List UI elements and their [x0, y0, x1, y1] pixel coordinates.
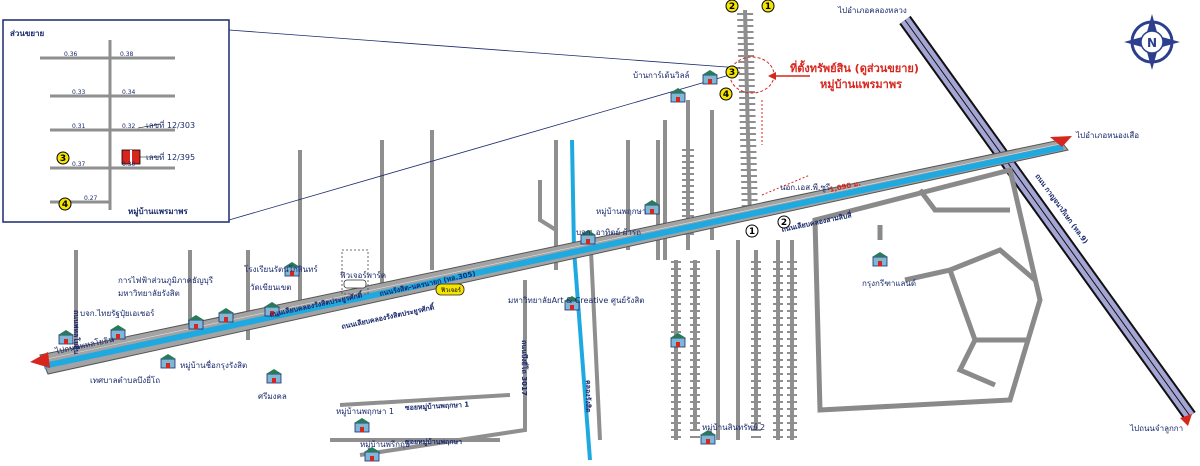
place-kruthep: หมู่บ้านพรีกฤษ [360, 440, 410, 450]
building-icon [354, 418, 370, 433]
building-icon [160, 354, 176, 369]
numbered-marker: 1 [745, 224, 759, 238]
dest-right: ไปอำเภอหนองเสือ [1075, 131, 1139, 140]
ring-road [899, 15, 1196, 421]
place-krungthep-kritha: กรุงกรีฑาแลนด์ [862, 278, 916, 288]
building-icon [644, 200, 660, 215]
main-road [39, 139, 1069, 375]
inset-soi-label: 0.32 [122, 123, 136, 130]
inset-soi-label: 0.33 [72, 89, 86, 96]
building-icon [266, 369, 282, 384]
place-electric: การไฟฟ้าส่วนภูมิภาคธัญบุรี [118, 276, 214, 286]
place-pruksa-b: หมู่บ้านพฤกษา 1 [336, 407, 394, 417]
compass-icon [1124, 14, 1180, 70]
inset-soi-label: 0.31 [72, 123, 86, 130]
inset-lot-b: เลขที่ 12/395 [146, 151, 195, 162]
inset-box [2, 19, 741, 223]
callout-line-2: หมู่บ้านแพรมาพร [820, 78, 902, 92]
building-icon [670, 333, 686, 348]
building-icon [58, 330, 74, 345]
building-icon [218, 308, 234, 323]
numbered-marker: 1 [761, 0, 775, 13]
soi-bottom-b-label: ซอยหมู่บ้านพฤกษา [405, 437, 462, 447]
place-art: มหาวิทยาลัยArt & Creative ศูนย์รังสิต [508, 295, 644, 306]
place-sin-sub: หมู่บ้านสินทรัพย์ 2 [702, 422, 765, 433]
inset-soi-label: 0.37 [72, 161, 86, 168]
place-tesco: บจก. อาทิตย์ ผ้ารถ [576, 227, 641, 237]
place-wat: วัดเขียนเขต [250, 283, 291, 292]
marker-number: 4 [723, 90, 729, 100]
building-icon [580, 230, 596, 245]
marker-number: 2 [729, 2, 735, 12]
direction-arrows [30, 136, 1192, 426]
dest-bottom-right: ไปถนนจำลูกกา [1129, 424, 1183, 434]
place-nkr: นอก.เอส.พี.ซูรี [780, 183, 831, 193]
numbered-marker: 2 [725, 0, 739, 13]
compass-letter: N [1147, 36, 1157, 50]
dest-top-right: ไปอำเภอคลองหลวง [837, 6, 907, 15]
building-icon [110, 325, 126, 340]
inset-soi-label: 0.27 [84, 195, 98, 202]
marker-number: 4 [62, 200, 68, 210]
soi-mid-label: ถนนบึงยี่โถ 3017 [520, 340, 530, 396]
inset-lot-a: เลขที่ 12/303 [146, 119, 195, 130]
marker-number: 2 [781, 218, 787, 228]
place-icons [58, 70, 888, 462]
building-icon [700, 430, 716, 445]
marker-number: 3 [60, 154, 66, 164]
numbered-marker: 4 [719, 87, 733, 101]
marker-number: 3 [729, 68, 735, 78]
place-school: โรงเรียนรัตนโกสินทร์ [244, 264, 318, 274]
badge-bts-label: ฟิวเจอร์ [441, 286, 462, 294]
building-icon [564, 296, 580, 311]
numbered-marker: 4 [58, 197, 72, 211]
building-icon [188, 315, 204, 330]
place-village-bkk: หมู่บ้านชื่อกรุงรังสิต [180, 359, 247, 371]
estate-roads [812, 166, 1043, 413]
building-icon [702, 70, 718, 85]
soi-ladder-bottom [671, 149, 797, 438]
inset-soi-label: 0.34 [122, 89, 136, 96]
inset-soi-label: 0.36 [64, 51, 78, 58]
building-icon [364, 447, 380, 462]
inset-soi-label: 0.38 [120, 51, 134, 58]
place-rangsit-u: มหาวิทยาลัยรังสิต [118, 289, 180, 298]
marker-number: 1 [749, 227, 755, 237]
place-municipal: เทศบาลตำบลบึงยี่โถ [90, 374, 160, 385]
building-icon [670, 88, 686, 103]
place-ban-karn: บ้านการ์เด้นวิลล์ [633, 70, 689, 80]
badge-bts: ฟิวเจอร์ [341, 249, 465, 296]
place-major: บจก.ไทยรัฐปุ๋ยเอเชอร์ [80, 308, 155, 318]
place-pruksa: หมู่บ้านพฤกษา [596, 207, 646, 217]
callout-line-1: ที่ตั้งทรัพย์สิน (ดูส่วนขยาย) [790, 60, 919, 76]
numbered-marker: 3 [56, 151, 70, 165]
building-icon [872, 252, 888, 267]
place-sriwat: ศรีมงคล [258, 392, 287, 401]
canal-label: คลองรังสิต [584, 380, 592, 413]
building-icon [284, 262, 300, 277]
inset-soi-label: 0.30 [122, 161, 136, 168]
callout-arrow [729, 56, 811, 196]
numbered-marker: 3 [725, 65, 739, 79]
soi-left-label: ถนนพหลโยธิน [72, 310, 81, 354]
marker-number: 1 [765, 2, 771, 12]
inset-village: หมู่บ้านแพรมาพร [128, 206, 188, 217]
building-icon [264, 302, 280, 317]
inset-title: ส่วนขยาย [10, 29, 44, 38]
numbered-marker: 2 [777, 215, 791, 229]
numbered-markers: 2 1 3 4 1 2 3 4 [56, 0, 791, 238]
place-futurepark: ฟิวเจอร์พาร์ค [340, 270, 386, 280]
